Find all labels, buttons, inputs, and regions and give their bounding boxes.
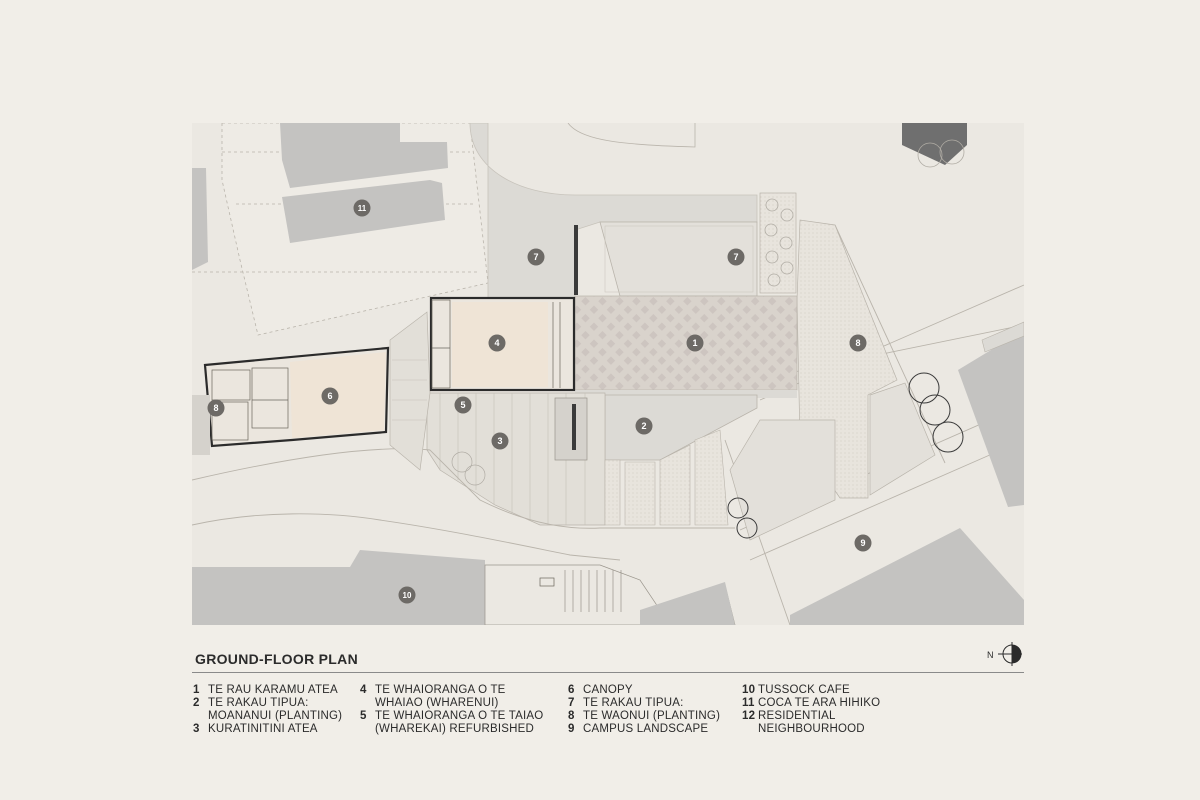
legend-item-9: 9 CAMPUS LANDSCAPE [568,723,720,736]
svg-text:8: 8 [213,403,218,413]
legend-number: 6 [568,684,575,696]
legend-number: 10 [742,684,756,696]
legend-number: 12 [742,710,756,722]
site-drawing [192,123,1024,625]
legend-label-line: COCA TE ARA HIHIKO [758,697,881,709]
svg-text:11: 11 [358,204,367,213]
svg-text:8: 8 [855,338,860,348]
marker-8: 8 [849,334,867,352]
building-10 [192,550,485,625]
marker-11: 11 [353,199,371,217]
north-label: N [987,650,994,660]
marker-2: 2 [635,417,653,435]
legend-label: TE WHAIORANGA O TE TAIAO(WHAREKAI) REFUR… [375,710,543,736]
svg-text:4: 4 [494,338,499,348]
legend-label-line: TE RAU KARAMU ATEA [208,684,338,696]
page-title: GROUND-FLOOR PLAN [195,651,358,667]
marker-9: 9 [854,534,872,552]
svg-text:6: 6 [327,391,332,401]
building-11 [280,123,448,188]
legend-number: 7 [568,697,575,709]
marker-10: 10 [398,586,416,604]
svg-text:9: 9 [860,538,865,548]
marker-3: 3 [491,432,509,450]
marker-7: 7 [727,248,745,266]
tree-strip [759,192,797,294]
marker-8: 8 [207,399,225,417]
building-bottom-center [640,582,735,625]
legend-number: 8 [568,710,575,722]
legend-label: CANOPY [583,684,633,697]
marker-5: 5 [454,396,472,414]
svg-text:7: 7 [733,252,738,262]
building-bottom-right [958,330,1024,507]
legend-label: KURATINITINI ATEA [208,723,318,736]
legend-label: TUSSOCK CAFE [758,684,850,697]
legend-label: TE RAKAU TIPUA: [583,697,684,710]
steps-3 [426,392,606,526]
legend-label-line: TE WHAIORANGA O TE TAIAO [375,710,544,722]
legend-number: 4 [360,684,367,696]
legend-label-line: NEIGHBOURHOOD [758,723,865,735]
legend-item-1: 1 TE RAU KARAMU ATEA [193,684,342,697]
marker-6: 6 [321,387,339,405]
svg-text:1: 1 [692,338,697,348]
legend-item-3: 3 KURATINITINI ATEA [193,723,342,736]
building-bottom-right-2 [790,528,1024,625]
marker-4: 4 [488,334,506,352]
svg-text:5: 5 [460,400,465,410]
svg-text:7: 7 [533,252,538,262]
legend-number: 9 [568,723,575,735]
svg-text:10: 10 [403,591,412,600]
marker-1: 1 [686,334,704,352]
legend-number: 5 [360,710,367,722]
legend-label: TE RAU KARAMU ATEA [208,684,338,697]
legend-label: COCA TE ARA HIHIKO [758,697,880,710]
planting-stripes [604,429,729,526]
legend-label-line: WHAIAO (WHARENUI) [375,697,499,709]
svg-text:3: 3 [497,436,502,446]
title-divider [192,672,1024,673]
plaza-1 [574,295,798,391]
legend-label-line: CAMPUS LANDSCAPE [583,723,709,735]
legend-number: 2 [193,697,200,709]
legend-number: 1 [193,684,200,696]
legend-label-line: TE WHAIORANGA O TE [375,684,506,696]
legend-label-line: (WHAREKAI) REFURBISHED [375,723,535,735]
legend-label-line: KURATINITINI ATEA [208,723,318,735]
legend-number: 3 [193,723,200,735]
legend-label-line: TUSSOCK CAFE [758,684,850,696]
legend-label-line: RESIDENTIAL [758,710,836,722]
legend-item-8: 8 TE WAONUI (PLANTING) [568,710,720,723]
legend-label-line: MOANANUI (PLANTING) [208,710,343,722]
svg-text:2: 2 [641,421,646,431]
legend-label-line: TE RAKAU TIPUA: [208,697,309,709]
legend-label: CAMPUS LANDSCAPE [583,723,708,736]
legend-item-2: 2 TE RAKAU TIPUA:MOANANUI (PLANTING) [193,697,342,723]
legend-column-1: 1 TE RAU KARAMU ATEA 2 TE RAKAU TIPUA:MOANA… [193,684,342,736]
legend-item-6: 6 CANOPY [568,684,720,697]
legend-item-7: 7 TE RAKAU TIPUA: [568,697,720,710]
legend-label: TE WAONUI (PLANTING) [583,710,720,723]
legend-label-line: TE RAKAU TIPUA: [583,697,684,709]
legend-number: 11 [742,697,755,709]
marker-7: 7 [527,248,545,266]
legend-column-3: 6 CANOPY 7 TE RAKAU TIPUA: 8 TE WAONUI (PLANT… [568,684,720,736]
legend-label: TE RAKAU TIPUA:MOANANUI (PLANTING) [208,697,342,723]
north-arrow: N [987,642,1022,666]
legend-label-line: TE WAONUI (PLANTING) [583,710,721,722]
plan-markers: 11 7 7 4 1 8 5 6 8 3 2 9 10 [207,199,872,604]
legend-item-5: 5 TE WHAIORANGA O TE TAIAO(WHAREKAI) REFU… [360,710,543,736]
legend-label-line: CANOPY [583,684,633,696]
